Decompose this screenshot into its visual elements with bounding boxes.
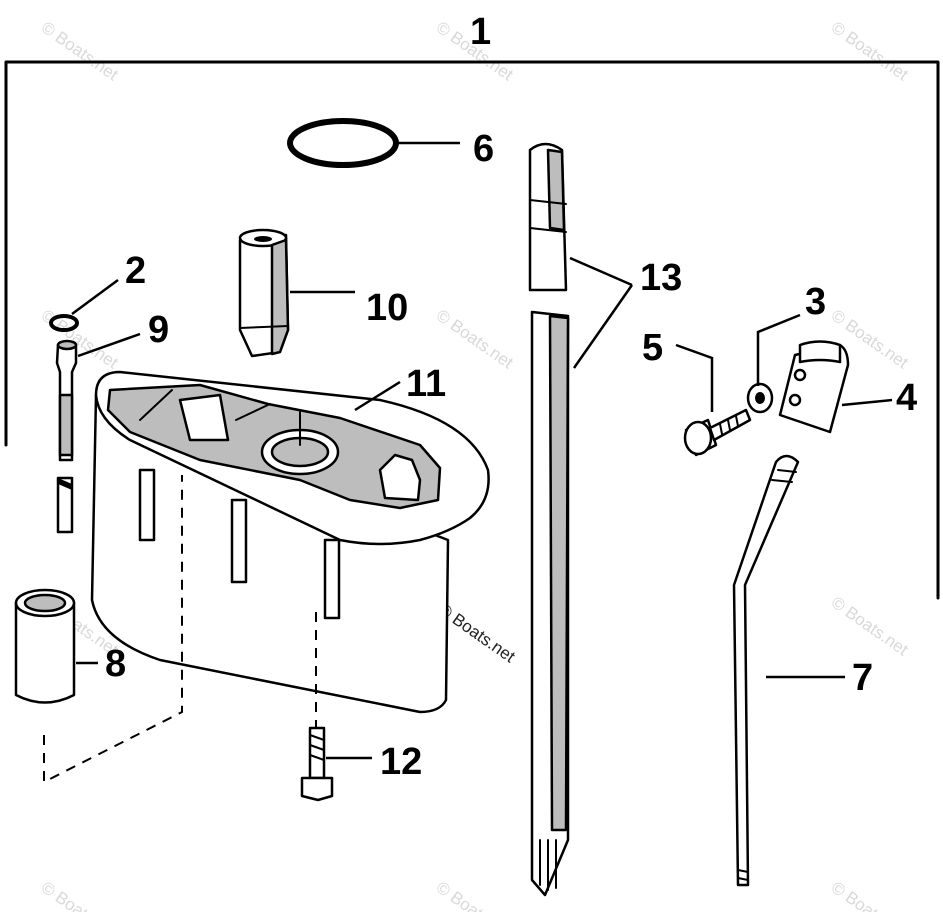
watermark: © Boats.net <box>433 878 517 912</box>
part-5-screw <box>675 343 752 457</box>
watermark: © Boats.net <box>828 878 912 912</box>
callout-3: 3 <box>805 281 826 323</box>
callout-1: 1 <box>470 11 491 53</box>
part-7-rod <box>732 454 845 887</box>
callout-12: 12 <box>380 741 422 783</box>
callout-10: 10 <box>366 287 408 329</box>
callout-4: 4 <box>896 377 917 419</box>
assembly-bracket <box>4 60 940 600</box>
part-8-sleeve <box>14 588 98 704</box>
watermark: © Boats.net <box>38 18 122 85</box>
part-12-bolt <box>300 726 372 802</box>
part-3-washer <box>746 313 801 414</box>
part-4-clamp <box>778 340 893 434</box>
watermark: © Boats.net <box>38 878 122 912</box>
part-2-small-o-ring <box>49 278 119 332</box>
callout-5: 5 <box>642 327 663 369</box>
watermark: © Boats.net <box>828 593 912 660</box>
callout-8: 8 <box>105 643 126 685</box>
callout-6: 6 <box>473 128 494 170</box>
callout-11: 11 <box>406 363 446 405</box>
watermark: © Boats.net <box>828 18 912 85</box>
part-6-o-ring <box>287 118 460 168</box>
callout-2: 2 <box>125 250 146 292</box>
part-11-housing <box>90 370 490 714</box>
part-13-driveshaft <box>528 142 634 897</box>
callout-7: 7 <box>852 657 873 699</box>
callout-13: 13 <box>640 257 682 299</box>
part-9-tube <box>55 332 141 534</box>
callout-labels: 1 2 3 4 5 6 7 8 9 10 11 12 13 <box>105 11 917 783</box>
callout-9: 9 <box>148 309 169 351</box>
part-10-grommet <box>238 228 355 358</box>
watermark: © Boats.net <box>38 306 122 373</box>
